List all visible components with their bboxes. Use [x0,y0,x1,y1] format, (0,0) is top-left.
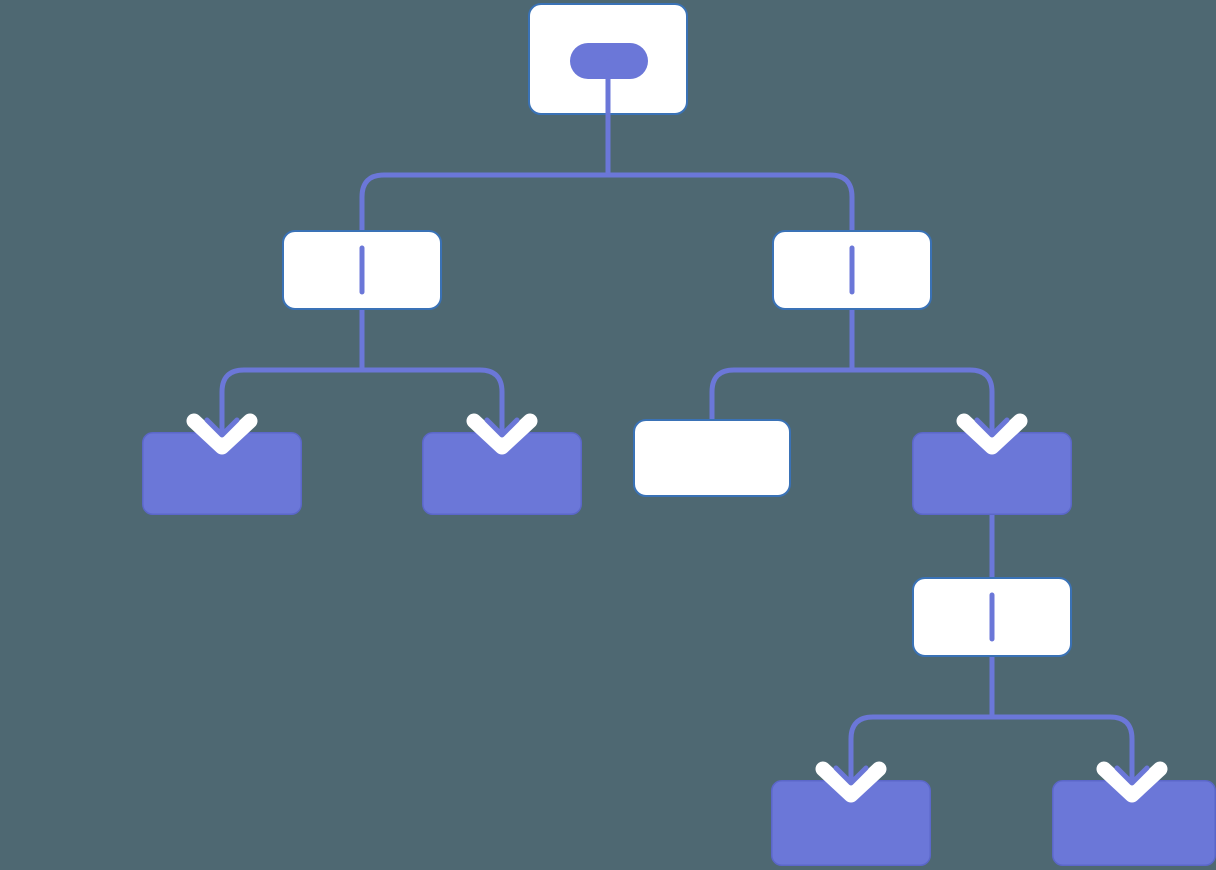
connector-root-to-level1 [359,112,855,233]
arrow-marker-leaf-right-b [1096,761,1168,803]
connector-right-branch-to-children-segment-2 [849,367,995,448]
arrow-marker-mid-right [956,413,1028,455]
sub-branch-node[interactable] [912,577,1072,657]
arrow-marker-leaf-right-a [815,761,887,803]
arrow-marker-leaf-right-a-purple-arrowhead [833,765,869,786]
arrow-layer [186,413,1168,803]
arrow-marker-leaf-right-b-white-chevron [1096,761,1168,803]
connector-root-to-level1-segment-2 [605,172,855,233]
arrow-marker-leaf-left-a-white-chevron [186,413,258,455]
arrow-marker-leaf-right-a-white-chevron [815,761,887,803]
plain-white-node[interactable] [633,419,791,497]
node-layer [142,3,1216,866]
connector-left-branch-to-leaves-segment-2 [359,367,505,448]
root-node[interactable] [528,3,688,118]
plain-white-node-body[interactable] [633,419,791,497]
arrow-marker-leaf-left-b-purple-arrowhead [484,417,520,438]
connector-right-branch-to-children-segment-1 [709,367,855,422]
arrow-marker-leaf-right-b-purple-arrowhead [1114,765,1150,786]
connector-layer [219,112,1135,796]
connector-sub-branch-to-leaves [848,654,1135,796]
left-branch-node[interactable] [282,230,442,310]
arrow-marker-leaf-left-b-white-chevron [466,413,538,455]
connector-left-branch-to-leaves-segment-1 [219,367,365,448]
arrow-marker-leaf-left-a-purple-arrowhead [204,417,240,438]
connector-sub-branch-to-leaves-segment-1 [848,714,995,796]
arrow-marker-mid-right-white-chevron [956,413,1028,455]
arrow-marker-mid-right-purple-arrowhead [974,417,1010,438]
connector-sub-branch-to-leaves-segment-2 [989,714,1135,796]
arrow-marker-leaf-left-b [466,413,538,455]
connector-left-branch-to-leaves [219,307,505,448]
connector-root-to-level1-segment-1 [359,172,611,233]
right-branch-node[interactable] [772,230,932,310]
arrow-marker-leaf-left-a [186,413,258,455]
connector-right-branch-to-children [709,307,995,448]
